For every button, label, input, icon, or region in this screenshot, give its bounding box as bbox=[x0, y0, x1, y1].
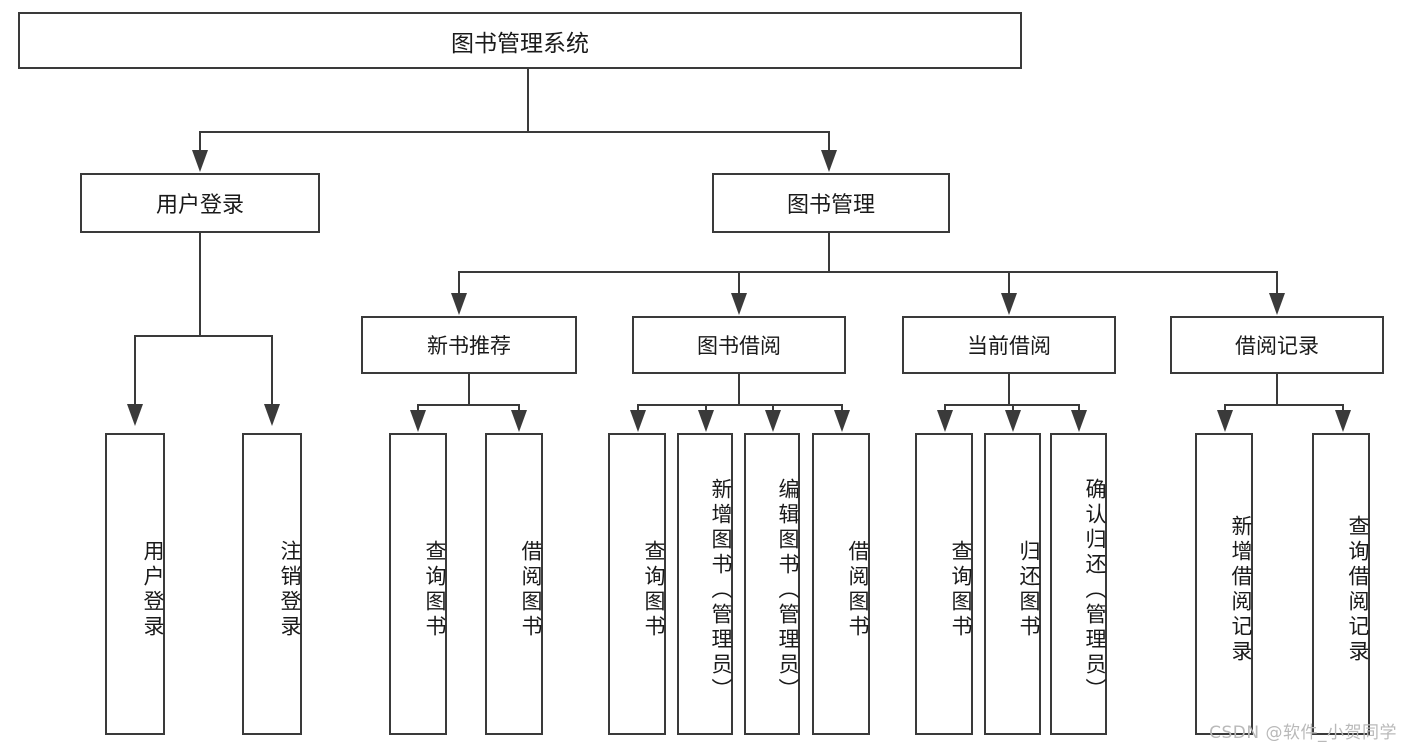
node-root-book-management-system[interactable]: 图书管理系统 bbox=[18, 12, 1022, 69]
leaf-add-book-admin[interactable]: 新增图书（管理员） bbox=[677, 433, 733, 735]
edge-root-to-user-login bbox=[199, 131, 201, 153]
leaf-label: 新增图书（管理员） bbox=[709, 477, 733, 703]
arrowhead-br-leaf-2 bbox=[1335, 410, 1351, 432]
leaf-query-borrow-record[interactable]: 查询借阅记录 bbox=[1312, 433, 1370, 735]
leaf-label: 归还图书 bbox=[1017, 540, 1041, 640]
edge-br-bus bbox=[1224, 404, 1343, 406]
leaf-label: 查询借阅记录 bbox=[1346, 515, 1370, 665]
leaf-return-book[interactable]: 归还图书 bbox=[984, 433, 1041, 735]
edge-bm-drop-borrow-record bbox=[1276, 271, 1278, 295]
node-label: 当前借阅 bbox=[967, 334, 1051, 358]
edge-user-login-bus bbox=[134, 335, 272, 337]
leaf-label: 查询图书 bbox=[423, 540, 447, 640]
edge-user-login-drop-2 bbox=[271, 335, 273, 405]
leaf-user-login[interactable]: 用户登录 bbox=[105, 433, 165, 735]
arrowhead-bb-leaf-4 bbox=[834, 410, 850, 432]
node-borrow-record[interactable]: 借阅记录 bbox=[1170, 316, 1384, 374]
node-book-borrow[interactable]: 图书借阅 bbox=[632, 316, 846, 374]
node-label: 图书管理 bbox=[786, 193, 875, 218]
arrowhead-bb-leaf-3 bbox=[765, 410, 781, 432]
leaf-borrow-book-bb[interactable]: 借阅图书 bbox=[812, 433, 870, 735]
arrowhead-book-borrow bbox=[731, 293, 747, 315]
leaf-edit-book-admin[interactable]: 编辑图书（管理员） bbox=[744, 433, 800, 735]
edge-root-to-book-management bbox=[828, 131, 830, 153]
arrowhead-cb-leaf-3 bbox=[1071, 410, 1087, 432]
edge-bm-drop-current-borrow bbox=[1008, 271, 1010, 295]
edge-nbr-bus bbox=[417, 404, 519, 406]
arrowhead-user-login bbox=[192, 150, 208, 172]
node-book-management[interactable]: 图书管理 bbox=[712, 173, 950, 233]
arrowhead-br-leaf-1 bbox=[1217, 410, 1233, 432]
node-label: 借阅记录 bbox=[1235, 334, 1319, 358]
leaf-logout[interactable]: 注销登录 bbox=[242, 433, 302, 735]
edge-bm-drop-new-book bbox=[458, 271, 460, 295]
edge-cb-stem bbox=[1008, 374, 1010, 405]
node-label: 图书借阅 bbox=[697, 334, 781, 358]
leaf-add-borrow-record[interactable]: 新增借阅记录 bbox=[1195, 433, 1253, 735]
node-label: 用户登录 bbox=[155, 193, 244, 218]
arrowhead-new-book-rec bbox=[451, 293, 467, 315]
leaf-label: 确认归还（管理员） bbox=[1083, 477, 1107, 703]
edge-book-management-stem bbox=[828, 233, 830, 272]
leaf-label: 借阅图书 bbox=[846, 540, 870, 640]
leaf-query-book-nbr[interactable]: 查询图书 bbox=[389, 433, 447, 735]
arrowhead-borrow-record bbox=[1269, 293, 1285, 315]
edge-nbr-stem bbox=[468, 374, 470, 405]
leaf-label: 查询图书 bbox=[642, 540, 666, 640]
node-new-book-recommend[interactable]: 新书推荐 bbox=[361, 316, 577, 374]
edge-bb-bus bbox=[637, 404, 842, 406]
edge-br-stem bbox=[1276, 374, 1278, 405]
leaf-label: 用户登录 bbox=[141, 540, 165, 640]
arrowhead-book-management bbox=[821, 150, 837, 172]
arrowhead-current-borrow bbox=[1001, 293, 1017, 315]
leaf-label: 注销登录 bbox=[278, 540, 302, 640]
arrowhead-cb-leaf-1 bbox=[937, 410, 953, 432]
arrowhead-leaf-logout bbox=[264, 404, 280, 426]
leaf-label: 借阅图书 bbox=[519, 540, 543, 640]
node-current-borrow[interactable]: 当前借阅 bbox=[902, 316, 1116, 374]
leaf-label: 查询图书 bbox=[949, 540, 973, 640]
edge-user-login-stem bbox=[199, 233, 201, 336]
arrowhead-bb-leaf-1 bbox=[630, 410, 646, 432]
arrowhead-nbr-leaf-2 bbox=[511, 410, 527, 432]
edge-root-bus bbox=[199, 131, 829, 133]
arrowhead-bb-leaf-2 bbox=[698, 410, 714, 432]
node-label: 图书管理系统 bbox=[451, 30, 589, 57]
edge-root-stem bbox=[527, 69, 529, 132]
edge-cb-bus bbox=[944, 404, 1079, 406]
leaf-confirm-return-admin[interactable]: 确认归还（管理员） bbox=[1050, 433, 1107, 735]
node-user-login[interactable]: 用户登录 bbox=[80, 173, 320, 233]
arrowhead-nbr-leaf-1 bbox=[410, 410, 426, 432]
edge-user-login-drop-1 bbox=[134, 335, 136, 405]
arrowhead-cb-leaf-2 bbox=[1005, 410, 1021, 432]
edge-bm-drop-book-borrow bbox=[738, 271, 740, 295]
leaf-label: 编辑图书（管理员） bbox=[776, 477, 800, 703]
edge-book-management-bus bbox=[458, 271, 1278, 273]
leaf-label: 新增借阅记录 bbox=[1229, 515, 1253, 665]
arrowhead-leaf-user-login bbox=[127, 404, 143, 426]
leaf-borrow-book-nbr[interactable]: 借阅图书 bbox=[485, 433, 543, 735]
leaf-query-book-bb[interactable]: 查询图书 bbox=[608, 433, 666, 735]
leaf-query-book-cb[interactable]: 查询图书 bbox=[915, 433, 973, 735]
node-label: 新书推荐 bbox=[427, 334, 511, 358]
edge-bb-stem bbox=[738, 374, 740, 405]
